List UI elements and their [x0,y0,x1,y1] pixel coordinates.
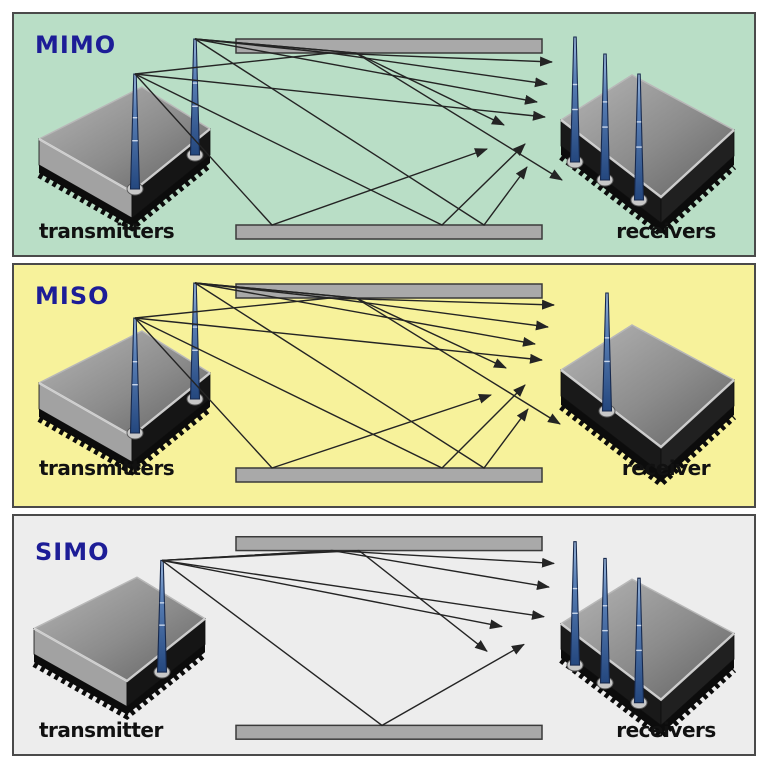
receiver-label: receivers [616,718,716,742]
device-edge-highlight [560,74,735,131]
device-feet [32,651,207,721]
device-edge-highlight [38,330,211,384]
device-edge-highlight [560,324,735,381]
antenna-icon [569,541,581,666]
signal-path [134,297,549,331]
device-base [34,644,205,715]
signal-path [194,38,563,181]
receiver-label: receivers [616,219,716,243]
device-edge-highlight [560,119,735,199]
mimo-signal-diagram [37,36,737,240]
antenna-icon [633,73,645,201]
reflector-bar-bottom [235,467,543,483]
signal-path [134,73,546,121]
panel-title: MISO [35,282,110,310]
device-feet [559,657,737,741]
device-edge-highlight [560,369,735,449]
panel-title: SIMO [35,538,110,566]
signal-path [161,549,488,652]
miso-signal-diagram [37,282,737,488]
reflector-bar-bottom [235,724,543,740]
device-base [39,155,210,226]
signal-path [194,282,536,347]
transmitter-device [37,38,212,232]
panel-simo: SIMO transmitter receivers [12,514,756,756]
signal-path [161,559,545,620]
device-edge-highlight [38,86,211,140]
antenna-icon [599,557,611,684]
signal-path [134,317,543,364]
panel-miso: MISO transmitters receiver [12,263,756,508]
device-edge-highlight [33,617,206,683]
device-feet [559,154,737,238]
transmitter-label: transmitters [39,456,175,480]
antenna-icon [569,36,581,163]
reflector-bar-top [235,535,543,552]
signal-path [134,317,526,469]
transmitter-device [37,282,212,476]
device-edge-highlight [560,578,735,635]
reflector-bar-bottom [235,224,543,240]
device-base [561,146,734,232]
device-base [561,649,734,735]
signal-path [194,282,561,425]
device-feet [37,162,212,232]
signal-path [161,559,503,630]
signal-path [134,73,526,226]
signal-path [134,73,488,226]
transmitter-label: transmitters [39,219,175,243]
device-base [561,396,734,482]
antenna-icon [156,559,168,673]
signal-path [194,38,538,105]
receiver-device [559,36,737,238]
device-edge-highlight [33,576,206,630]
antenna-icon [601,292,613,412]
signal-path [134,52,548,88]
transmitter-label: transmitter [39,718,163,742]
signal-path [194,282,529,469]
receiver-device [559,292,737,488]
panel-mimo: MIMO transmitters receivers [12,12,756,257]
device-feet [559,404,737,488]
transmitter-device [32,559,207,721]
signal-path [134,317,492,469]
signal-path [161,559,525,727]
simo-signal-diagram [32,535,737,741]
antenna-icon [189,282,201,400]
device-edge-highlight [560,622,735,702]
antenna-icon [599,53,611,181]
signal-path [194,38,528,226]
receiver-label: receiver [621,456,711,480]
antenna-icon [633,577,645,704]
panel-title: MIMO [35,31,117,59]
device-feet [37,406,212,476]
device-base [39,399,210,470]
receiver-device [559,541,737,741]
